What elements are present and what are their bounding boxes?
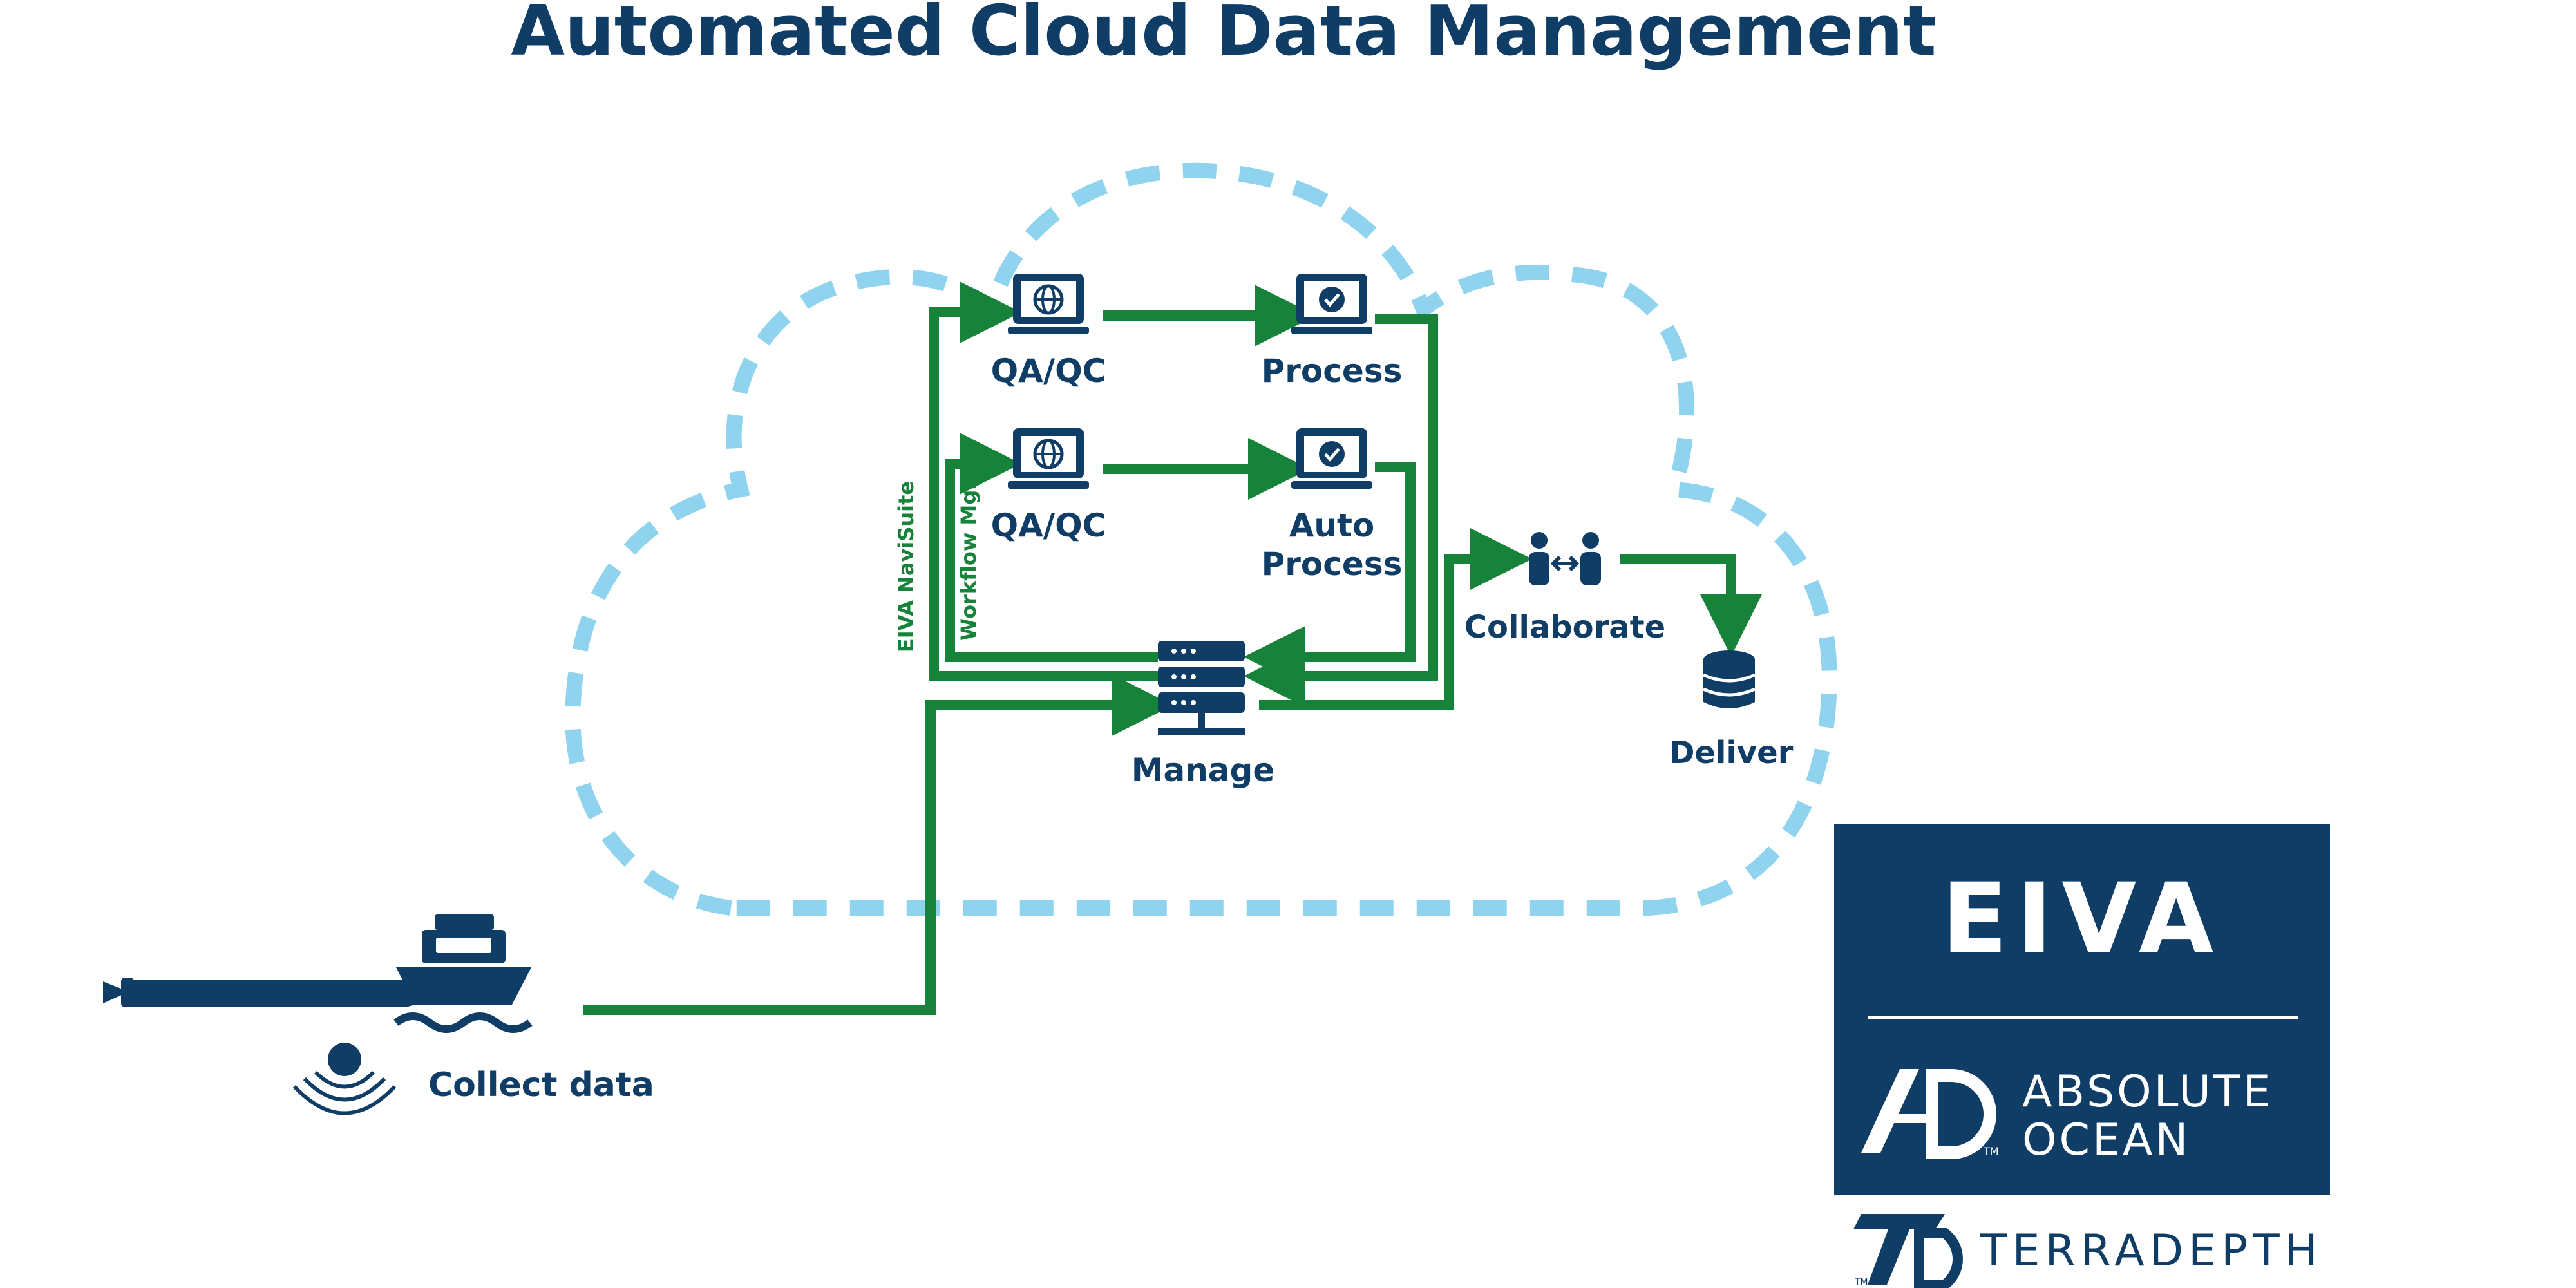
workflow-label: Workflow Mgr bbox=[956, 480, 981, 641]
deliver-label: Deliver bbox=[1669, 735, 1794, 771]
laptop-check-icon bbox=[1291, 428, 1372, 489]
flow-process-to-manage bbox=[1244, 314, 1438, 707]
branding-panel: EIVA ABSOLUTE OCEAN TM bbox=[1834, 824, 2330, 1195]
absolute-text: ABSOLUTE bbox=[2022, 1066, 2273, 1117]
flow-collect-to-manage bbox=[583, 674, 1173, 1015]
submarine-icon bbox=[103, 978, 435, 1007]
laptop-check-icon bbox=[1291, 274, 1372, 334]
flow-manage-to-collaborate bbox=[1259, 528, 1532, 710]
cloud-outline bbox=[565, 162, 1837, 916]
laptop-globe-icon bbox=[1008, 274, 1089, 334]
qaqc-bottom-label: QA/QC bbox=[991, 507, 1106, 544]
flow-autoprocess-to-manage bbox=[1244, 462, 1416, 688]
process-label: Process bbox=[1262, 352, 1403, 390]
ship-icon bbox=[393, 914, 533, 1033]
flow-lines bbox=[583, 281, 1762, 1015]
flow-outer-loop-top bbox=[929, 281, 1158, 681]
server-icon bbox=[1158, 641, 1245, 735]
absolute-tm: TM bbox=[1983, 1145, 1999, 1157]
collaborate-icon bbox=[1529, 532, 1601, 585]
auto-process-label-2: Process bbox=[1262, 545, 1403, 583]
terradepth-text: TERRADEPTH bbox=[1980, 1226, 2323, 1276]
database-icon bbox=[1702, 650, 1756, 708]
terradepth-tm: TM bbox=[1854, 1277, 1868, 1287]
flow-collaborate-to-deliver bbox=[1620, 554, 1762, 656]
absolute-ocean-logo-icon bbox=[1861, 1069, 1996, 1159]
ocean-text: OCEAN bbox=[2022, 1115, 2190, 1166]
auto-process-label-1: Auto bbox=[1289, 507, 1375, 544]
collect-data-label: Collect data bbox=[428, 1066, 654, 1104]
laptop-globe-icon bbox=[1008, 428, 1089, 489]
collaborate-label: Collaborate bbox=[1464, 609, 1665, 645]
manage-label: Manage bbox=[1132, 752, 1275, 789]
flow-inner-loop bbox=[945, 433, 1158, 662]
page-title: Automated Cloud Data Management bbox=[511, 0, 1936, 71]
qaqc-top-label: QA/QC bbox=[991, 352, 1106, 390]
eiva-logo: EIVA bbox=[1942, 863, 2222, 975]
branding-box bbox=[1834, 824, 2330, 1195]
terradepth-logo-icon bbox=[1853, 1214, 1963, 1288]
sonar-icon bbox=[292, 1043, 397, 1115]
navisuite-label: EIVA NaviSuite bbox=[894, 481, 918, 652]
